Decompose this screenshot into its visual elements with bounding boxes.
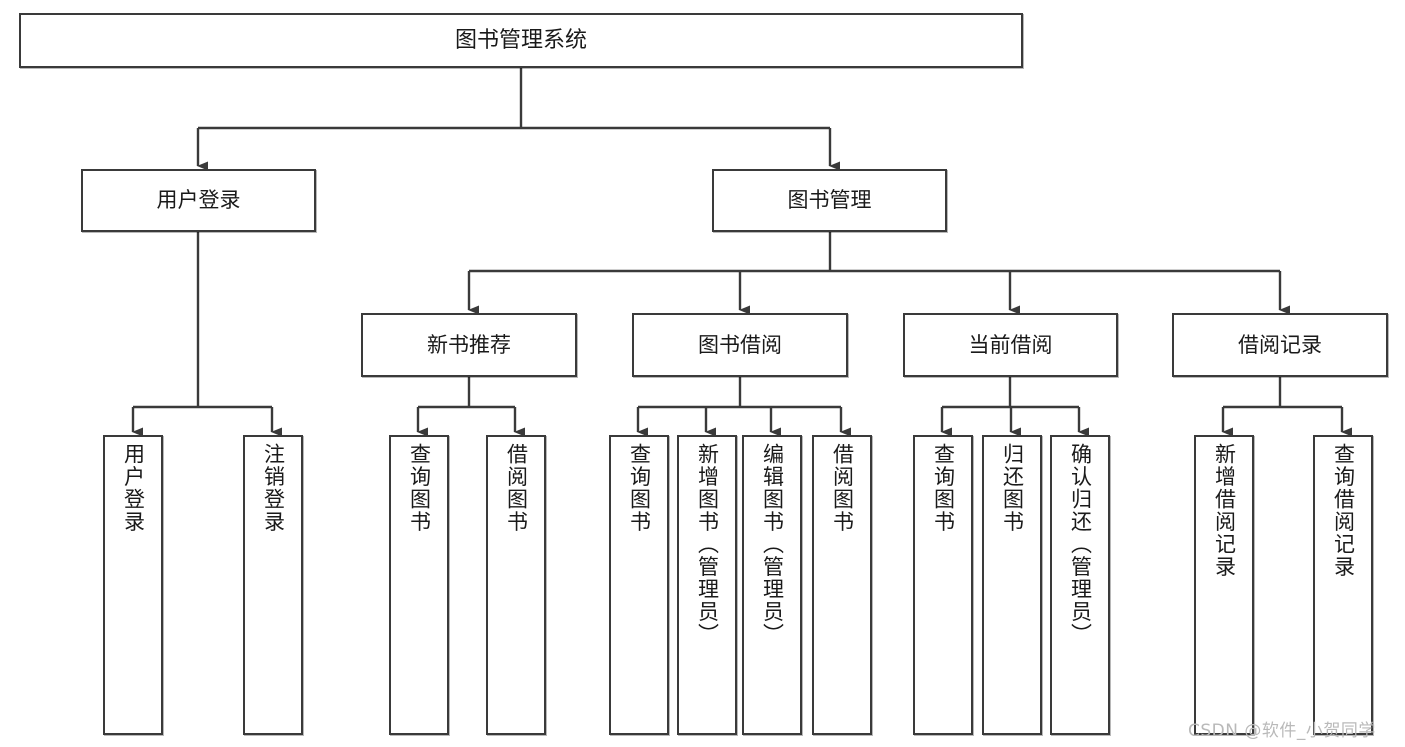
node-label: 新增图书（管理员）: [695, 443, 720, 646]
node-leaf-query-book-2[interactable]: 查询图书: [609, 435, 669, 735]
node-label: 当前借阅: [968, 332, 1053, 357]
node-leaf-user-login[interactable]: 用户登录: [103, 435, 163, 735]
node-label: 查询图书: [627, 443, 652, 533]
node-leaf-borrow-book-2[interactable]: 借阅图书: [812, 435, 872, 735]
node-leaf-query-book-3[interactable]: 查询图书: [913, 435, 973, 735]
node-leaf-logout-login[interactable]: 注销登录: [243, 435, 303, 735]
node-new-book-recommend[interactable]: 新书推荐: [361, 313, 577, 377]
node-label: 借阅记录: [1238, 332, 1322, 357]
node-label: 用户登录: [156, 188, 241, 213]
node-label: 查询图书: [931, 443, 956, 533]
node-label: 图书借阅: [698, 332, 782, 357]
node-book-manage[interactable]: 图书管理: [712, 169, 947, 232]
node-label: 图书管理: [787, 188, 872, 213]
node-label: 归还图书: [1000, 443, 1025, 533]
node-leaf-edit-book[interactable]: 编辑图书（管理员）: [742, 435, 802, 735]
node-leaf-return-book[interactable]: 归还图书: [982, 435, 1042, 735]
node-label: 借阅图书: [504, 443, 529, 533]
node-leaf-confirm-return[interactable]: 确认归还（管理员）: [1050, 435, 1110, 735]
node-borrow-record[interactable]: 借阅记录: [1172, 313, 1388, 377]
node-leaf-query-record[interactable]: 查询借阅记录: [1313, 435, 1373, 735]
node-label: 查询图书: [407, 443, 432, 533]
node-label: 新增借阅记录: [1212, 443, 1237, 578]
node-leaf-query-book-1[interactable]: 查询图书: [389, 435, 449, 735]
node-label: 新书推荐: [427, 332, 511, 357]
node-label: 编辑图书（管理员）: [760, 443, 785, 646]
node-label: 注销登录: [261, 443, 286, 533]
node-leaf-add-record[interactable]: 新增借阅记录: [1194, 435, 1254, 735]
node-label: 查询借阅记录: [1331, 443, 1356, 578]
node-label: 借阅图书: [830, 443, 855, 533]
node-leaf-borrow-book-1[interactable]: 借阅图书: [486, 435, 546, 735]
node-label: 图书管理系统: [454, 27, 587, 53]
node-root-system[interactable]: 图书管理系统: [19, 13, 1023, 68]
node-label: 用户登录: [121, 443, 146, 533]
node-current-borrow[interactable]: 当前借阅: [903, 313, 1118, 377]
node-leaf-add-book[interactable]: 新增图书（管理员）: [677, 435, 737, 735]
node-user-login[interactable]: 用户登录: [81, 169, 316, 232]
node-book-borrow[interactable]: 图书借阅: [632, 313, 848, 377]
node-label: 确认归还（管理员）: [1068, 443, 1093, 646]
csdn-watermark: CSDN @软件_小贺同学: [1188, 721, 1376, 741]
